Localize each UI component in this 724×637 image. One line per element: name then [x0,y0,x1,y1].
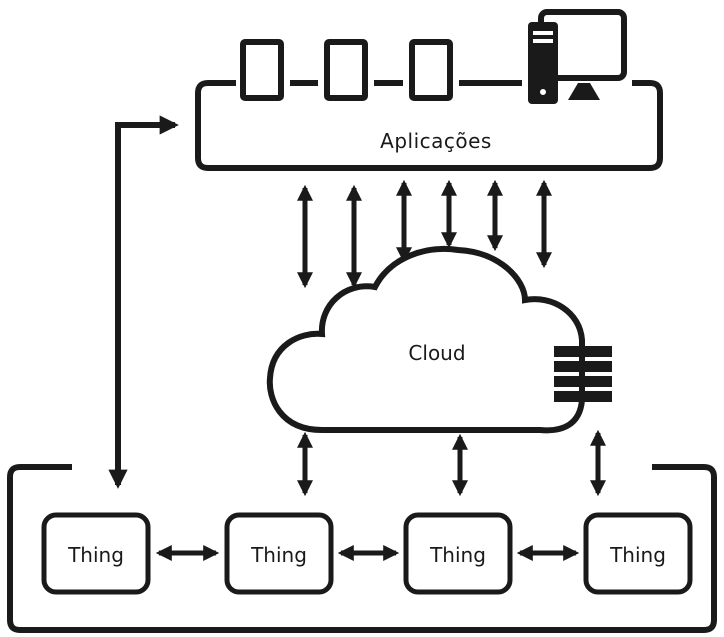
thing-label: Thing [429,543,486,567]
desktop-computer-icon [528,9,627,104]
thing-label: Thing [67,543,124,567]
tablet-icon [324,39,368,101]
device-chain [240,39,522,101]
tablet-icon [409,39,453,101]
applications-label: Aplicações [380,129,492,153]
thing-node: Thing [41,512,151,595]
thing-label: Thing [250,543,307,567]
cloud-icon [266,246,585,434]
cloud-things-arrows [296,429,607,497]
things-container [7,464,717,633]
app-cloud-arrows [296,179,553,289]
cloud-label: Cloud [408,341,465,365]
feedback-arrow [108,115,179,489]
thing-label: Thing [609,543,666,567]
tablet-icon [240,39,284,101]
thing-node: Thing [224,512,334,595]
thing-node: Thing [583,512,693,595]
applications-box [195,80,663,171]
server-stack-icon [554,346,612,402]
thing-node: Thing [403,512,513,595]
